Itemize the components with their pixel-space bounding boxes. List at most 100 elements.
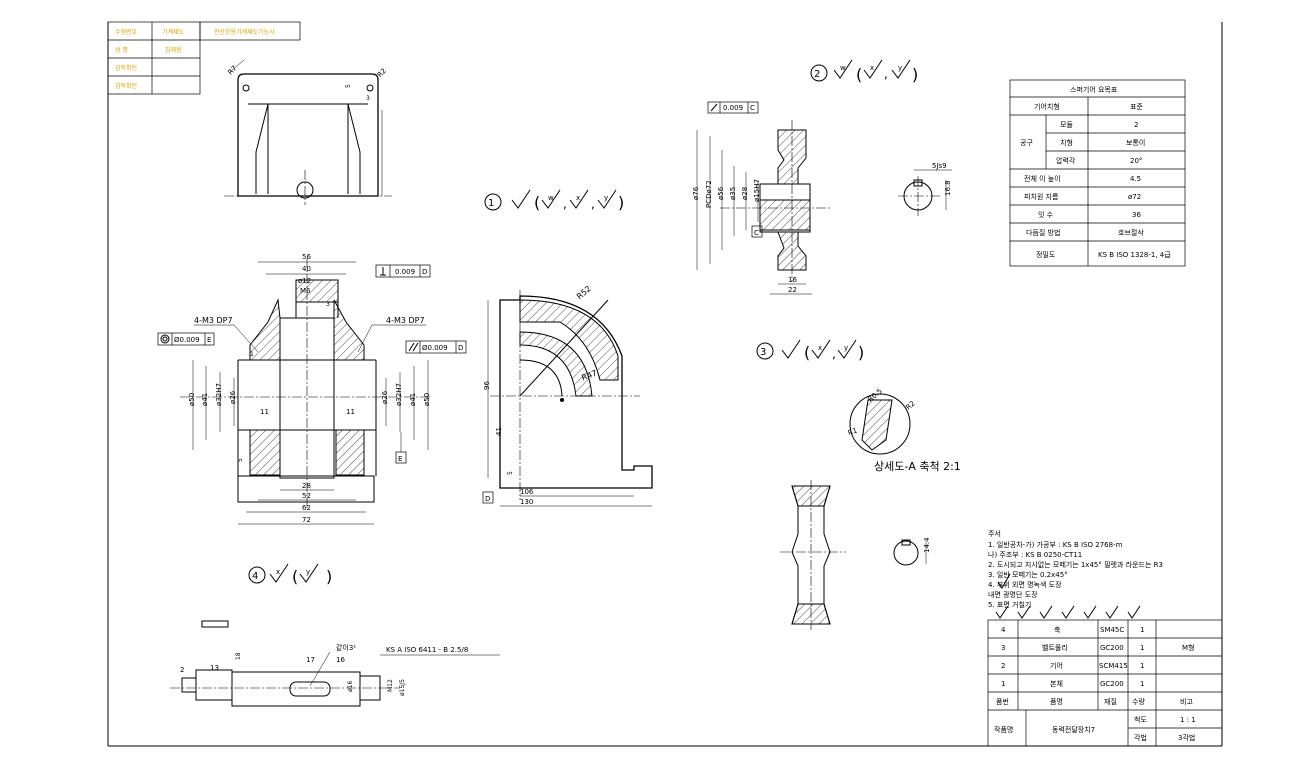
datum-e-box: E	[398, 455, 402, 463]
approval-label-4: 감독확인	[115, 82, 137, 90]
shaft-knurl-note: KS A ISO 6411 - B 2.5/8	[386, 646, 468, 654]
front-dim-11-right: 11	[346, 408, 355, 416]
perp-datum: D	[422, 268, 427, 276]
finish-mark-1-x: x	[576, 194, 580, 202]
conc-datum: E	[207, 336, 211, 344]
title-proj-label: 각법	[1134, 733, 1147, 742]
front-dim-40: 40	[302, 265, 311, 273]
gear-table-label-2: 치형	[1060, 138, 1073, 147]
notes-line-2: 나) 주조부 : KS B 0250-CT11	[988, 550, 1082, 559]
notes-line-7: 5. 표면 거칠기	[988, 600, 1031, 609]
finish-mark-3-open: (	[804, 343, 810, 362]
finish-mark-3-y: y	[844, 344, 848, 352]
notes-line-1: 1. 일반공차-가) 가공부 : KS B ISO 2768-m	[988, 540, 1123, 549]
parts-list: 4 축 SM45C 1 3 벨트풀리 GC200 1 M형 2 기어 SCM41…	[987, 619, 1223, 747]
gear-datum-c: C	[754, 229, 759, 237]
detail-label: 상세도-A 축척 2:1	[874, 460, 961, 473]
shaft-dim-d16: ø16	[347, 681, 354, 692]
gear-runout-datum: C	[750, 104, 755, 112]
title-name-label: 작품명	[994, 725, 1013, 734]
front-dim-56: 56	[302, 253, 311, 261]
notes-line-4: 3. 일반 모떼기는 0.2x45°	[988, 570, 1068, 579]
finish-mark-2-y: y	[898, 64, 902, 72]
front-dim-62: 62	[302, 504, 311, 512]
approval-block: 수험번호 기계제도 전산응용기계제도기능사 성 명 김재현 감독확인 감독확인	[107, 21, 301, 95]
approval-label-1: 수험번호	[115, 28, 138, 36]
par-datum: D	[458, 344, 463, 352]
top-d5-label: 5	[345, 84, 352, 88]
finish-mark-3-number: 3	[760, 347, 766, 358]
parts-header-qty: 수량	[1132, 698, 1145, 706]
front-dim-d32h7-right: ø32H7	[395, 383, 403, 406]
finish-mark-1-close: )	[618, 193, 624, 212]
part-3-name: 벨트풀리	[1042, 643, 1068, 652]
body-side-view: R52 R47 96 41 5 106 130 D	[482, 284, 653, 507]
gear-table-value-1: 2	[1134, 121, 1138, 129]
shaft-dim-17: 17	[306, 656, 315, 664]
keyway-width: 5Js9	[932, 162, 947, 170]
gear-dim-pcd: PCDø72	[705, 180, 713, 208]
shaft-dim-2: 2	[180, 666, 184, 674]
gear-section: 0.009 C ø76 PCDø72 ø56 ø35 ø28 ø15H7 C 1…	[692, 101, 830, 295]
part-2-name: 기어	[1050, 661, 1063, 670]
gear-dim-d35: ø35	[729, 187, 737, 200]
finish-mark-1: 1 ( w , x , y )	[484, 189, 624, 212]
gear-table-value-3: 20°	[1130, 157, 1142, 165]
front-dim-52: 52	[302, 492, 311, 500]
gear-table-label-1: 모듈	[1060, 121, 1073, 129]
side-dim-5: 5	[507, 471, 514, 475]
front-dim-d26-right: ø26	[381, 390, 389, 404]
gear-table-value-5: ø72	[1128, 193, 1141, 201]
gear-runout-tol: 0.009	[723, 104, 743, 112]
gear-dim-22: 22	[788, 286, 797, 294]
shaft-dim-m12: M12	[387, 679, 394, 692]
finish-mark-1-number: 1	[488, 198, 494, 209]
finish-mark-3-comma: ,	[832, 347, 836, 361]
part-1-name: 본체	[1050, 680, 1063, 688]
front-dim-5: 5	[237, 458, 244, 462]
gear-dim-d15h7: ø15H7	[753, 179, 761, 202]
shaft-view: 2 13 18 17 16 ø16 M12 ø15J5 같이3¹ KS A IS…	[170, 620, 500, 707]
finish-mark-4-number: 4	[252, 571, 258, 582]
front-dim-11-left: 11	[260, 408, 269, 416]
tap-note-right: 4-M3 DP7	[386, 316, 425, 325]
notes-line-6: 내면 광명단 도장	[988, 590, 1038, 599]
part-1-material: GC200	[1100, 680, 1124, 688]
side-dim-130: 130	[520, 498, 533, 506]
spur-gear-table: 스퍼기어 요목표 기어치형 표준 공구 모듈 2 치형 보통이 압력각 20° …	[1009, 79, 1186, 267]
finish-mark-2-close: )	[912, 65, 918, 84]
pulley-key-depth: 14.4	[923, 537, 931, 553]
part-4-material: SM45C	[1100, 626, 1124, 634]
body-front-section: 56 40 ø12 M6 3 28 52 62 72 ø50 ø41 ø32H7…	[157, 253, 467, 525]
general-notes: 주서 1. 일반공차-가) 가공부 : KS B ISO 2768-m 나) 주…	[988, 529, 1163, 619]
side-dim-96: 96	[483, 381, 491, 390]
approval-value-2: 김재현	[165, 46, 182, 54]
finish-mark-1-expr: (	[534, 193, 540, 212]
front-dim-d32h7-left: ø32H7	[215, 383, 223, 406]
conc-tolerance: Ø0.009	[174, 336, 200, 344]
front-dim-d50-left: ø50	[188, 393, 196, 406]
shaft-key-note: 같이3¹	[336, 643, 356, 652]
perp-tolerance: 0.009	[395, 268, 415, 276]
part-1-qty: 1	[1140, 680, 1144, 688]
gear-table-label-4: 전체 이 높이	[1024, 174, 1061, 183]
finish-mark-1-comma-a: ,	[563, 197, 567, 211]
gear-table-value-6: 36	[1132, 211, 1141, 219]
title-name: 동력전달장치7	[1052, 725, 1095, 734]
pulley-section	[780, 480, 846, 630]
sheet-border	[107, 22, 1223, 747]
detail-a-view: R0.5 R2 R1 상세도-A 축척 2:1	[847, 387, 961, 473]
finish-mark-3: 3 ( x , y )	[756, 339, 864, 362]
part-4-qty: 1	[1140, 626, 1144, 634]
par-tolerance: Ø0.009	[422, 344, 448, 352]
finish-mark-2-comma: ,	[884, 67, 888, 81]
notes-line-5: 4. 부위 외면 명녹색 도장	[988, 580, 1062, 589]
front-dim-d26-left: ø26	[229, 390, 237, 404]
part-3-material: GC200	[1100, 644, 1124, 652]
part-4-name: 축	[1054, 625, 1061, 634]
gear-dim-d76: ø76	[692, 186, 700, 200]
gear-table-value-4: 4.5	[1130, 175, 1141, 183]
finish-mark-4-x: x	[276, 568, 280, 576]
parts-header-name: 품명	[1050, 697, 1063, 706]
